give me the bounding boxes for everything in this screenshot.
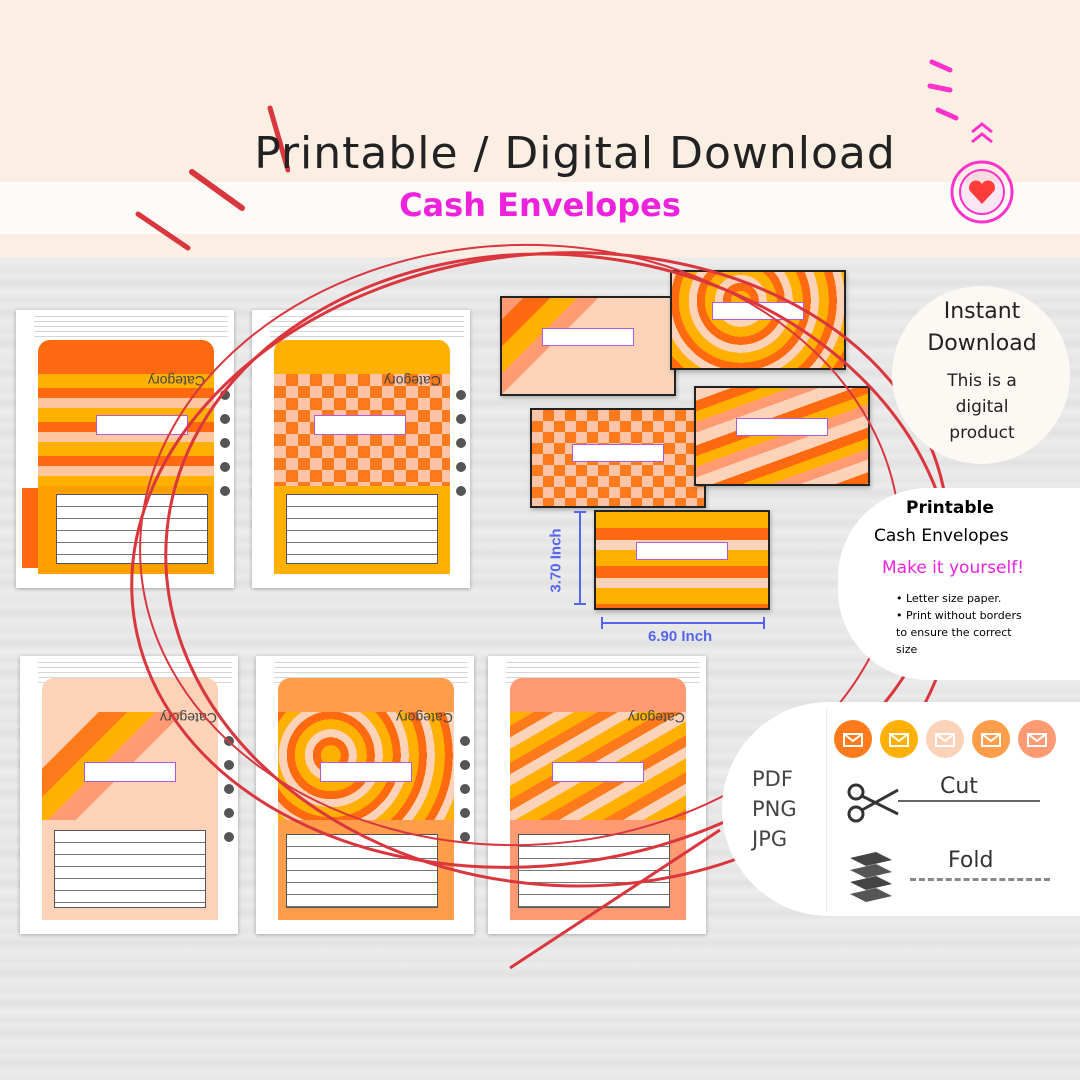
template-sheet-peach: Category xyxy=(20,656,238,934)
side-icons xyxy=(224,736,234,842)
scribble-decoration xyxy=(135,105,290,251)
tracking-table xyxy=(286,834,438,908)
envelope-flap xyxy=(38,340,214,374)
category-label: Category xyxy=(384,373,441,389)
envelope-flap xyxy=(42,678,218,712)
height-dimension-label: 3.70 Inch xyxy=(547,528,565,593)
envelope-sample-dimensioned xyxy=(594,510,770,610)
printable-card: Printable Cash Envelopes Make it yoursel… xyxy=(838,488,1080,680)
format-png: PNG xyxy=(752,797,797,821)
header-background xyxy=(0,0,1080,182)
envelope-label-box xyxy=(636,542,728,560)
name-label-box xyxy=(96,415,188,435)
name-label-box xyxy=(84,762,176,782)
tracking-table xyxy=(286,494,438,564)
instant-download-body: This is a digital product xyxy=(947,371,1017,443)
fold-line xyxy=(910,878,1050,881)
template-sheet-light-orange: Category xyxy=(256,656,474,934)
tracking-table xyxy=(56,494,208,564)
cut-label: Cut xyxy=(940,774,978,799)
scissors-icon xyxy=(847,783,899,823)
envelope-swatch-icon xyxy=(834,720,872,758)
envelope-label-box xyxy=(736,418,828,436)
formats-card: PDF PNG JPG Cut Fold xyxy=(722,702,1080,916)
envelope-swatch-icon xyxy=(972,720,1010,758)
printable-bullet-2: • Print without borders to ensure the co… xyxy=(896,609,1022,656)
envelope-swatch-icon xyxy=(926,720,964,758)
template-sheet-orange: Category xyxy=(16,310,234,588)
printable-heading: Printable xyxy=(906,498,994,518)
instructions-text xyxy=(34,312,228,338)
formats-list: PDF PNG JPG xyxy=(752,764,822,854)
side-icons xyxy=(220,390,230,496)
fold-icon xyxy=(850,852,892,902)
envelope-flap xyxy=(278,678,454,712)
cut-line xyxy=(898,800,1040,802)
side-icons xyxy=(460,736,470,842)
envelope-sample-checker xyxy=(530,408,706,508)
envelope-label-box xyxy=(542,328,634,346)
envelope-side-flap xyxy=(22,488,38,568)
tracking-table xyxy=(54,830,206,908)
subtitle-band xyxy=(0,182,1080,234)
instructions-text xyxy=(270,312,464,338)
tracking-table xyxy=(518,834,670,908)
envelope-label-box xyxy=(712,302,804,320)
category-label: Category xyxy=(396,710,453,726)
envelope-flap xyxy=(274,340,450,374)
envelope-sample-wave xyxy=(694,386,870,486)
fold-label: Fold xyxy=(948,848,994,873)
side-icons xyxy=(456,390,466,496)
printable-tagline: Make it yourself! xyxy=(882,558,1025,578)
printable-subheading: Cash Envelopes xyxy=(874,526,1009,546)
envelope-sample-swirl xyxy=(670,270,846,370)
envelope-sample-stripes xyxy=(500,296,676,396)
printable-bullet-1: • Letter size paper. xyxy=(896,592,1002,605)
instant-download-card: Instant Download This is a digital produ… xyxy=(892,286,1070,464)
category-label: Category xyxy=(628,710,685,726)
template-sheet-salmon: Category xyxy=(488,656,706,934)
format-pdf: PDF xyxy=(752,767,793,791)
category-label: Category xyxy=(160,710,217,726)
name-label-box xyxy=(314,415,406,435)
format-jpg: JPG xyxy=(752,827,788,851)
name-label-box xyxy=(320,762,412,782)
envelope-swatch-icon xyxy=(880,720,918,758)
page-subtitle: Cash Envelopes xyxy=(399,186,681,224)
envelope-swatch-icon xyxy=(1018,720,1056,758)
neon-sparkle-icon xyxy=(927,59,959,121)
neon-heart-icon xyxy=(950,122,1014,224)
envelope-flap xyxy=(510,678,686,712)
template-sheet-yellow: Category xyxy=(252,310,470,588)
instant-download-heading: Instant Download xyxy=(927,299,1037,356)
page-title: Printable / Digital Download xyxy=(254,128,896,179)
width-dimension-label: 6.90 Inch xyxy=(648,628,713,645)
name-label-box xyxy=(552,762,644,782)
height-dimension-line xyxy=(574,511,586,605)
category-label: Category xyxy=(148,373,205,389)
envelope-label-box xyxy=(572,444,664,462)
